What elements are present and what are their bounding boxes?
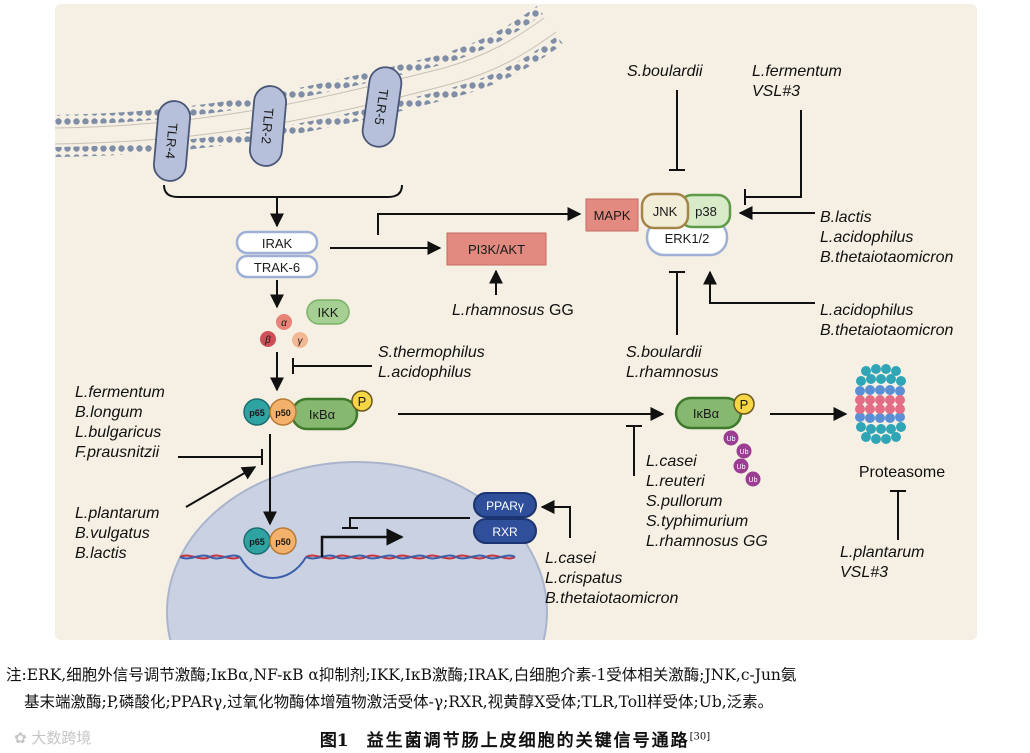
ikba-p-label: IκBα: [693, 406, 720, 421]
arrow-transcription: [320, 528, 404, 557]
label-casei-crisp: L.casei L.crispatus B.thetaiotaomicron: [545, 550, 679, 607]
figure-note: 注:ERK,细胞外信号调节激酶;IκBα,NF-κB α抑制剂;IKK,IκB激…: [6, 662, 1026, 716]
jnk-label: JNK: [653, 204, 678, 219]
ikk-gamma-subunit: [292, 332, 308, 348]
p50-label: p50: [275, 408, 291, 418]
proteasome-label: Proteasome: [859, 464, 945, 481]
caption-reference: [30]: [689, 731, 711, 743]
label-lactis-group: B.lactis L.acidophilus B.thetaiotaomicro…: [820, 209, 954, 266]
irak-box: [235, 230, 319, 255]
svg-text:Ub: Ub: [727, 436, 736, 443]
nuclear-p50-subunit: [269, 527, 297, 555]
svg-text:Ub: Ub: [740, 449, 749, 456]
tlr-2-label: TLR-2: [258, 107, 276, 144]
inhibit-fermentum-vsl-to-mapk: [745, 110, 802, 198]
note-line-2: 基末端激酶;P,磷酸化;PPARγ,过氧化物酶体增殖物激活受体-γ;RXR,视黄…: [24, 693, 774, 711]
jnk-box: [640, 192, 690, 230]
figure-caption: 图1 益生菌调节肠上皮细胞的关键信号通路[30]: [0, 726, 1030, 751]
receptor-bracket: [163, 184, 403, 198]
p38-label: p38: [695, 204, 717, 219]
tlr-2-receptor: TLR-2: [249, 85, 287, 167]
label-casei-group: L.casei L.reuteri S.pullorum S.typhimuri…: [646, 453, 768, 550]
signaling-pathway-diagram: TLR-4 TLR-2 TLR-5 IRAK TRAK-6 PI3K/AKT L…: [55, 4, 977, 640]
tlr-4-label: TLR-4: [162, 122, 180, 159]
p65-label: p65: [249, 408, 265, 418]
p50-subunit: [269, 398, 297, 426]
ikk-box: [306, 299, 350, 325]
arrow-irak-to-mapk: [377, 207, 582, 235]
ikk-label: IKK: [318, 305, 339, 320]
pi3k-akt-label: PI3K/AKT: [468, 242, 525, 257]
ikk-beta-subunit: [260, 331, 276, 347]
proteasome-icon: [855, 364, 906, 444]
label-thermo-acid: S.thermophilus L.acidophilus: [378, 344, 489, 381]
pi3k-akt-box: [446, 232, 547, 266]
arrow-casei-crisp-to-ppar: [540, 500, 571, 538]
svg-text:Ub: Ub: [749, 477, 758, 484]
erk-label: ERK1/2: [665, 231, 710, 246]
ikba-phospho-marker: [733, 393, 755, 415]
inhibit-ppar-to-transcription: [349, 517, 470, 528]
phospho-p-label: P: [358, 394, 367, 409]
trak6-box: [235, 254, 319, 279]
mapk-label: MAPK: [594, 208, 631, 223]
caption-title: 益生菌调节肠上皮细胞的关键信号通路: [366, 731, 690, 751]
ubiquitin-chain: Ub Ub Ub Ub: [723, 430, 761, 487]
ppar-label: PPARγ: [486, 499, 524, 513]
label-boulardii-rhamnosus: S.boulardii L.rhamnosus: [626, 344, 719, 381]
arrow-left-act-to-translocation: [185, 466, 257, 508]
nuclear-p65-label: p65: [249, 537, 265, 547]
mapk-box: [585, 198, 639, 232]
label-plantarum-vsl: L.plantarum VSL#3: [840, 544, 929, 581]
dna-strand-blue: [179, 554, 241, 560]
trak6-label: TRAK-6: [254, 260, 300, 275]
watermark: ✿ 大数跨境: [14, 729, 92, 747]
tlr-4-receptor: TLR-4: [153, 100, 191, 182]
label-left-inhib: L.fermentum B.longum L.bulgaricus F.prau…: [75, 384, 169, 461]
tlr-5-label: TLR-5: [372, 88, 392, 126]
tlr-5-receptor: TLR-5: [361, 66, 403, 148]
caption-number: 图1: [319, 731, 349, 751]
gamma-label: γ: [298, 336, 304, 347]
label-s-boulardii-top: S.boulardii: [627, 63, 703, 80]
ikba-label: IκBα: [309, 407, 336, 422]
phospho-p-marker: [351, 390, 373, 412]
label-left-act: L.plantarum B.vulgatus B.lactis: [75, 505, 164, 562]
label-acid-theta: L.acidophilus B.thetaiotaomicron: [820, 302, 954, 339]
beta-label: β: [264, 335, 271, 346]
note-line-1: 注:ERK,细胞外信号调节激酶;IκBα,NF-κB α抑制剂;IKK,IκB激…: [6, 666, 797, 684]
irak-label: IRAK: [262, 236, 293, 251]
arrow-acid-theta-to-erk: [703, 270, 815, 304]
label-rhamnosus-gg-pi3k: L.rhamnosus GG: [452, 302, 574, 319]
ikk-alpha-subunit: [276, 314, 292, 330]
nuclear-p50-label: p50: [275, 537, 291, 547]
svg-text:Ub: Ub: [737, 464, 746, 471]
rxr-label: RXR: [492, 525, 518, 539]
alpha-label: α: [281, 318, 287, 329]
rxr-box: [473, 518, 537, 544]
ppar-box: [473, 492, 537, 518]
label-fermentum-vsl: L.fermentum VSL#3: [752, 63, 846, 100]
watermark-text: 大数跨境: [31, 729, 92, 747]
ikba-phospho-label: P: [740, 397, 749, 412]
